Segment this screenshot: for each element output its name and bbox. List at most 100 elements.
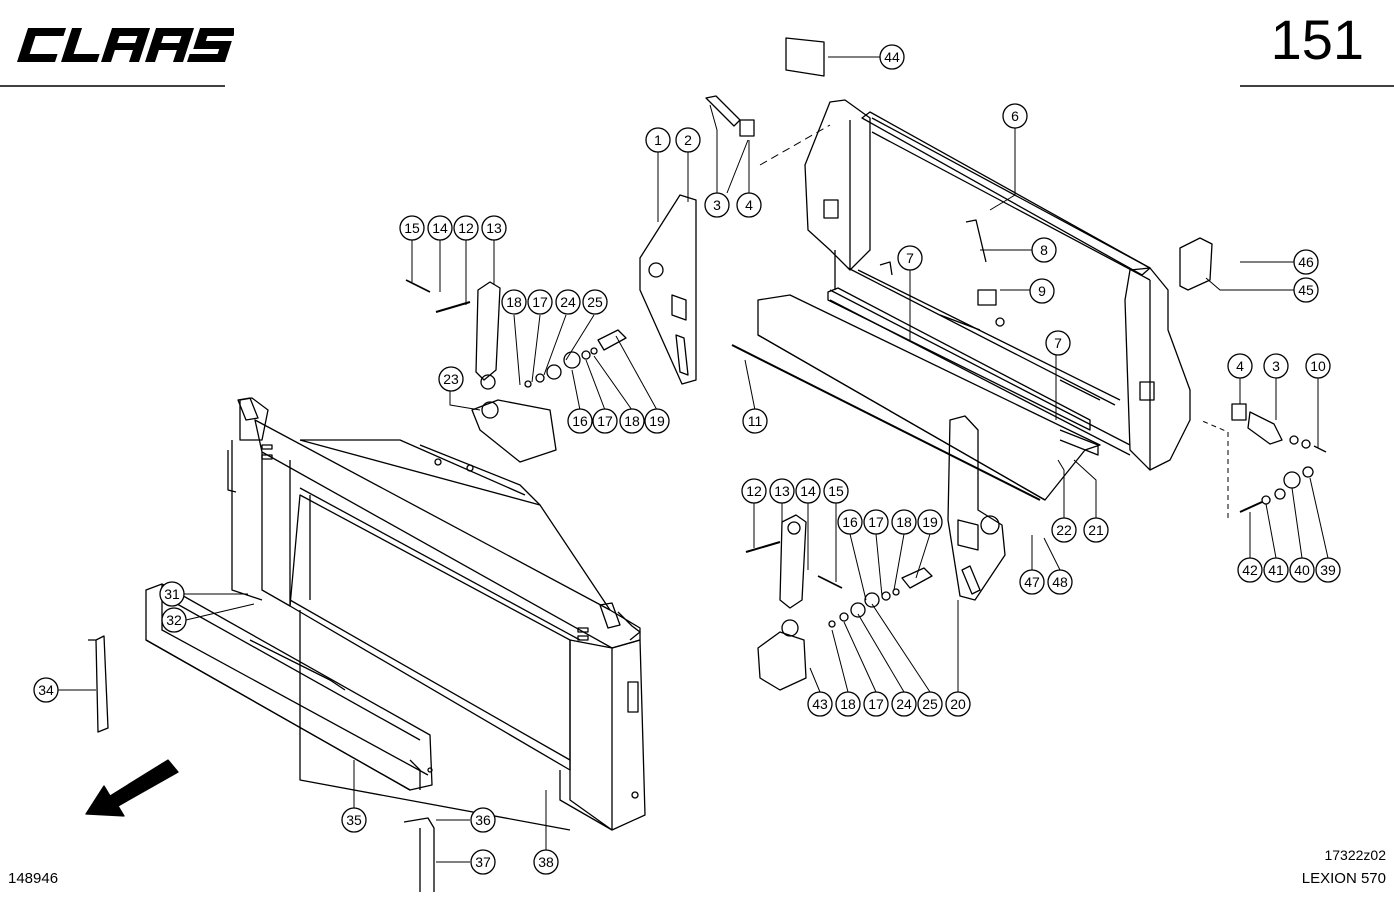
callout-circle: [481, 215, 507, 241]
callout-label: 14: [432, 220, 448, 236]
washer-16-right-part: [864, 592, 880, 608]
callout-circle: [501, 289, 527, 315]
callout-label: 47: [1024, 574, 1040, 590]
callout-label: 34: [38, 682, 54, 698]
callout-circle: [769, 478, 795, 504]
callout-label: 12: [458, 220, 474, 236]
callout-circle: [897, 245, 923, 271]
callout-circle: [592, 408, 618, 434]
callout-label: 43: [812, 696, 828, 712]
callout-label: 17: [868, 696, 884, 712]
callout-label: 4: [1236, 358, 1244, 374]
callout-label: 3: [713, 197, 721, 213]
callout-circle: [1019, 569, 1045, 595]
callout-circle: [945, 691, 971, 717]
callout-circle: [470, 849, 496, 875]
callout-label: 22: [1056, 522, 1072, 538]
bolt-15-right-part: [817, 575, 843, 589]
callout-label: 18: [506, 294, 522, 310]
callout-circle: [341, 807, 367, 833]
callout-label: 18: [896, 514, 912, 530]
callout-label: 18: [840, 696, 856, 712]
callout-circle: [1289, 557, 1315, 583]
pin-3-right-part: [1247, 411, 1283, 445]
ring-17-right-part: [828, 620, 836, 628]
callout-circle: [917, 509, 943, 535]
callout-circle: [704, 192, 730, 218]
bolt-42-part: [1239, 501, 1263, 513]
pin-12-right-part: [745, 541, 781, 553]
callout-label: 17: [868, 514, 884, 530]
callout-circle: [533, 849, 559, 875]
callout-circle: [644, 408, 670, 434]
bracket-34-part: [88, 635, 109, 733]
callout-circle: [438, 366, 464, 392]
callout-circle: [161, 607, 187, 633]
callout-label: 15: [404, 220, 420, 236]
callout-circle: [1293, 249, 1319, 275]
callout-circle: [619, 408, 645, 434]
callout-label: 7: [906, 250, 914, 266]
callout-circle: [1315, 557, 1341, 583]
ring-17-left-part: [524, 380, 532, 388]
rail-7-end: [1059, 429, 1099, 456]
bushing-4-top-part: [739, 119, 755, 137]
callout-label: 7: [1054, 335, 1062, 351]
callout-label: 10: [1310, 358, 1326, 374]
cross-tube-part: [861, 111, 1151, 276]
callout-circle: [453, 215, 479, 241]
ring-18-right-part: [892, 588, 900, 596]
cover-44-part: [785, 37, 825, 77]
callout-label: 18: [624, 413, 640, 429]
bracket-23-hole: [481, 401, 499, 419]
callout-label: 4: [745, 197, 753, 213]
pin-19-left-part: [597, 329, 627, 351]
callout-circle: [863, 509, 889, 535]
callout-label: 20: [950, 696, 966, 712]
callout-label: 23: [443, 371, 459, 387]
callout-circle: [736, 192, 762, 218]
callout-circle: [1047, 569, 1073, 595]
callout-circle: [742, 408, 768, 434]
cover-45-part: [1179, 237, 1213, 291]
cylinder-13-right-part: [779, 514, 807, 609]
washer-10-a: [1289, 435, 1299, 445]
callout-label: 14: [800, 483, 816, 499]
plate-2-part: [639, 194, 697, 385]
callout-circle: [1305, 353, 1331, 379]
callout-circle: [470, 807, 496, 833]
pin-12-left-part: [435, 301, 471, 313]
callout-label: 15: [828, 483, 844, 499]
washer-24-right-part: [839, 612, 849, 622]
callout-circle: [555, 289, 581, 315]
callout-circle: [823, 478, 849, 504]
washer-39-part: [1302, 466, 1314, 478]
callout-label: 45: [1298, 282, 1314, 298]
callout-circle: [1263, 353, 1289, 379]
callout-circle: [1045, 330, 1071, 356]
callout-label: 24: [560, 294, 576, 310]
callout-label: 39: [1320, 562, 1336, 578]
callout-circle: [159, 581, 185, 607]
callout-circle: [675, 127, 701, 153]
callout-circle: [33, 677, 59, 703]
rail-7-part: [827, 287, 1091, 431]
bracket-23-part: [471, 399, 557, 463]
spring-9-part: [977, 289, 997, 306]
washer-24-left-part: [535, 373, 545, 383]
cover-plate-11-part: [757, 294, 1101, 501]
callout-label: 11: [748, 413, 763, 429]
callout-label: 19: [922, 514, 938, 530]
callout-circle: [1031, 237, 1057, 263]
callout-label: 8: [1040, 242, 1048, 258]
callout-label: 3: [1272, 358, 1280, 374]
pin-3-top-part: [705, 95, 741, 127]
washer-10-b: [1301, 439, 1311, 449]
callout-label: 9: [1038, 283, 1046, 299]
main-frame-part: [227, 397, 646, 831]
claas-logo: [17, 28, 234, 62]
callout-label: 31: [164, 586, 180, 602]
callout-label: 38: [538, 854, 554, 870]
